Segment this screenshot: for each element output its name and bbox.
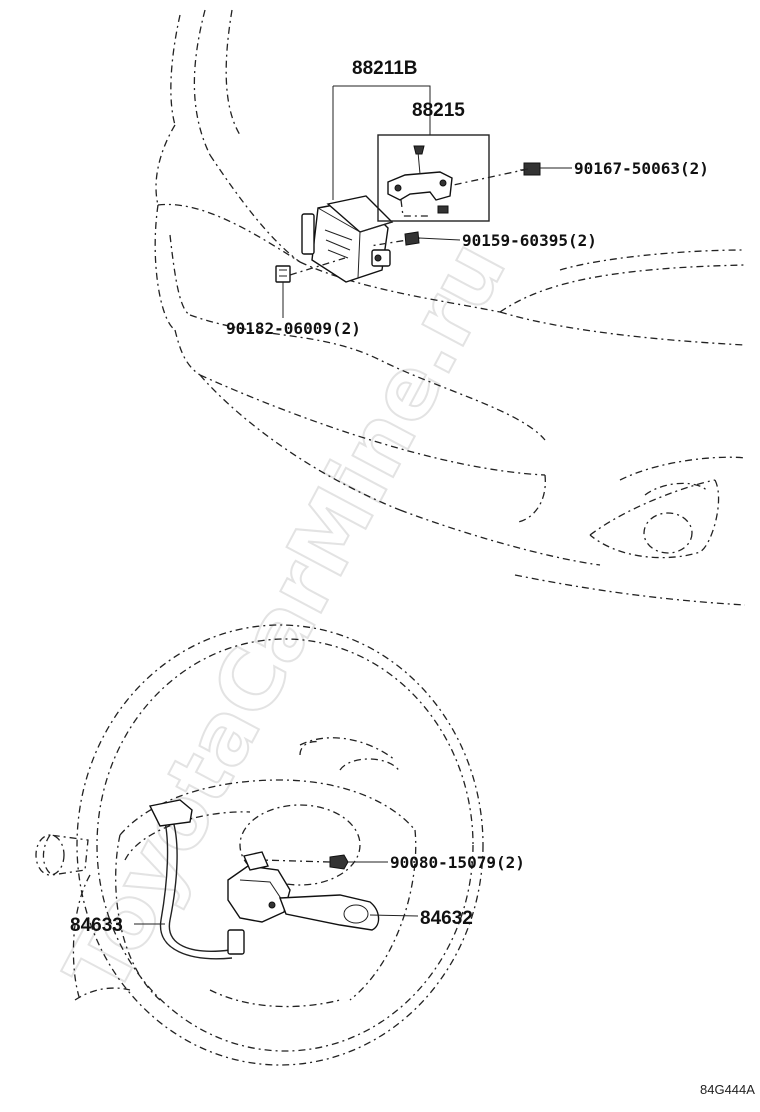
bolt-mid: [404, 231, 420, 246]
switch-harness: [148, 799, 245, 960]
screw-part: [261, 854, 349, 870]
label-bolt-mid: 90159-60395(2): [462, 231, 597, 250]
front-bumper-outline: [154, 9, 746, 606]
turn-signal-lever: [35, 834, 89, 876]
bracket-part: [377, 134, 490, 222]
bolt-upper: [519, 162, 541, 176]
label-assembly: 88211B: [352, 58, 418, 79]
label-nut-left: 90182-06009(2): [226, 319, 361, 338]
label-bolt-upper: 90167-50063(2): [574, 159, 709, 178]
label-screw-wheel: 90080-15079(2): [390, 853, 525, 872]
nut-part: [275, 265, 291, 283]
steering-wheel: [72, 624, 484, 1066]
diagram-code: 84G444A: [700, 1082, 755, 1097]
sensor-assembly: [301, 195, 394, 283]
label-bracket: 88215: [412, 100, 465, 121]
label-switch-harness: 84633: [70, 915, 123, 936]
cruise-switch: [227, 851, 380, 931]
label-cruise-switch: 84632: [420, 908, 473, 929]
